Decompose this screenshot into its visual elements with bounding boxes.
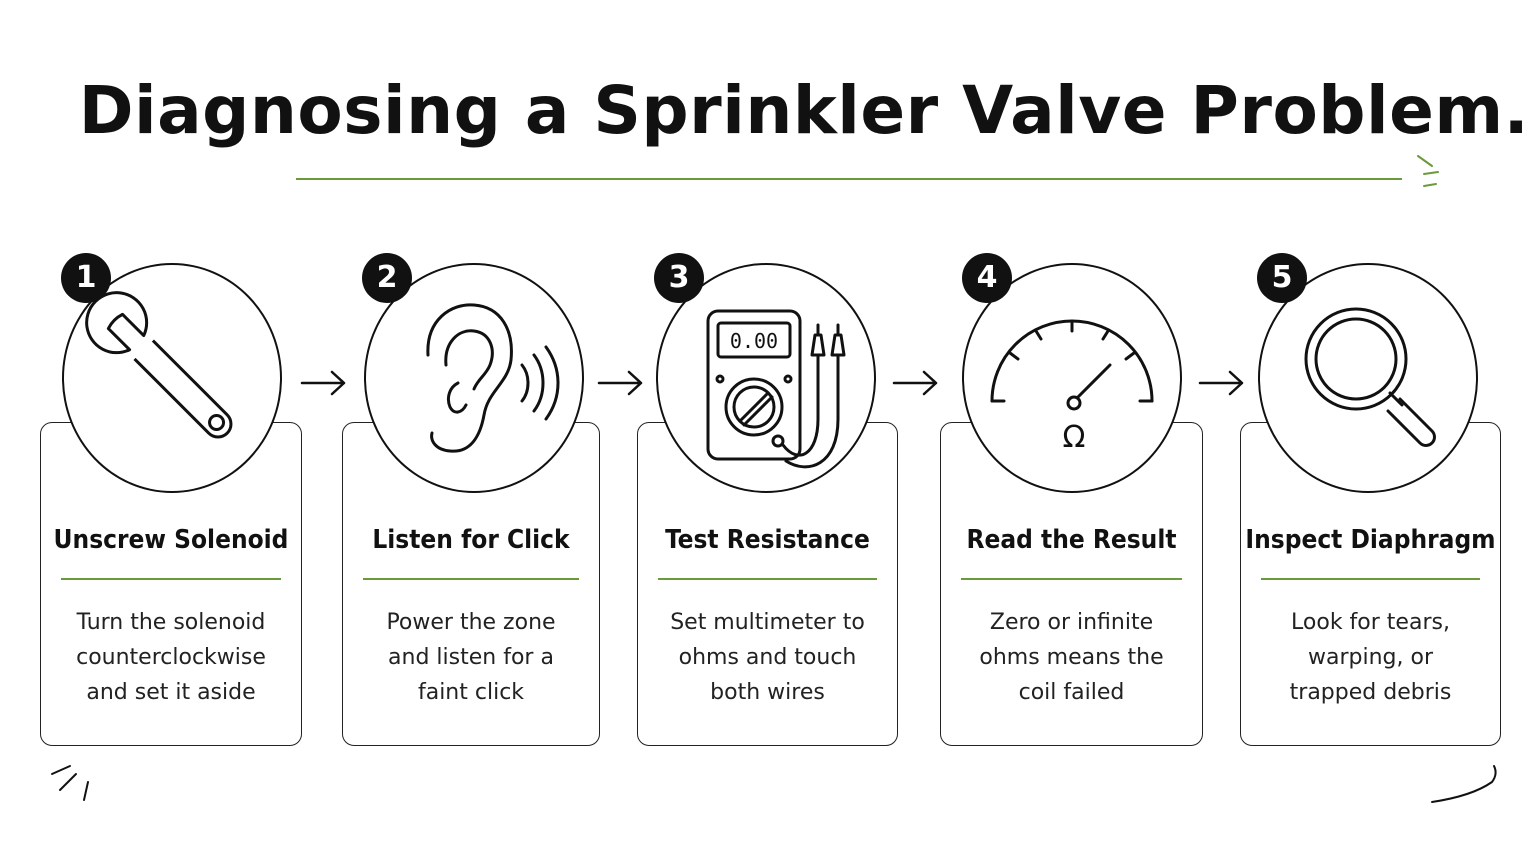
step-title: Test Resistance — [665, 525, 870, 555]
step-icon-circle-1 — [62, 263, 282, 493]
sparkle-icon — [1417, 155, 1439, 187]
step-number-badge-4: 4 — [962, 253, 1012, 303]
step-title: Listen for Click — [372, 525, 570, 555]
step-divider — [363, 578, 579, 580]
arrow-right-icon — [597, 370, 643, 396]
step-number-badge-1: 1 — [61, 253, 111, 303]
step-title: Unscrew Solenoid — [53, 525, 289, 555]
step-icon-circle-2 — [364, 263, 584, 493]
title-underline — [296, 178, 1402, 180]
step-description: Zero or infinite ohms means the coil fai… — [979, 610, 1164, 705]
step-divider — [1261, 578, 1480, 580]
arrow-right-icon — [300, 370, 346, 396]
step-divider — [961, 578, 1182, 580]
step-divider — [61, 578, 281, 580]
step-divider — [658, 578, 877, 580]
wrench-icon — [85, 291, 233, 439]
step-description: Set multimeter to ohms and touch both wi… — [670, 610, 865, 705]
step-title: Inspect Diaphragm — [1245, 525, 1496, 555]
page-title: Diagnosing a Sprinkler Valve Problem. — [78, 72, 1530, 149]
step-icon-circle-4: Ω — [962, 263, 1182, 493]
multimeter-display: 0.00 — [730, 329, 778, 353]
arrow-right-icon — [1198, 370, 1244, 396]
ohm-symbol: Ω — [1063, 420, 1086, 455]
step-number-badge-3: 3 — [654, 253, 704, 303]
multimeter-icon: 0.00 — [706, 309, 846, 469]
step-description: Turn the solenoid counterclockwise and s… — [76, 610, 266, 705]
magnifier-icon — [1304, 307, 1436, 447]
ear-icon — [426, 303, 560, 453]
step-number-badge-2: 2 — [362, 253, 412, 303]
swoosh-icon — [1431, 765, 1497, 803]
step-icon-circle-3: 0.00 — [656, 263, 876, 493]
step-description: Look for tears, warping, or trapped debr… — [1289, 610, 1452, 705]
gauge-icon: Ω — [990, 319, 1154, 455]
step-icon-circle-5 — [1258, 263, 1478, 493]
step-description: Power the zone and listen for a faint cl… — [386, 610, 556, 705]
step-number-badge-5: 5 — [1257, 253, 1307, 303]
step-title: Read the Result — [966, 525, 1177, 555]
motion-lines-icon — [51, 765, 89, 801]
arrow-right-icon — [892, 370, 938, 396]
